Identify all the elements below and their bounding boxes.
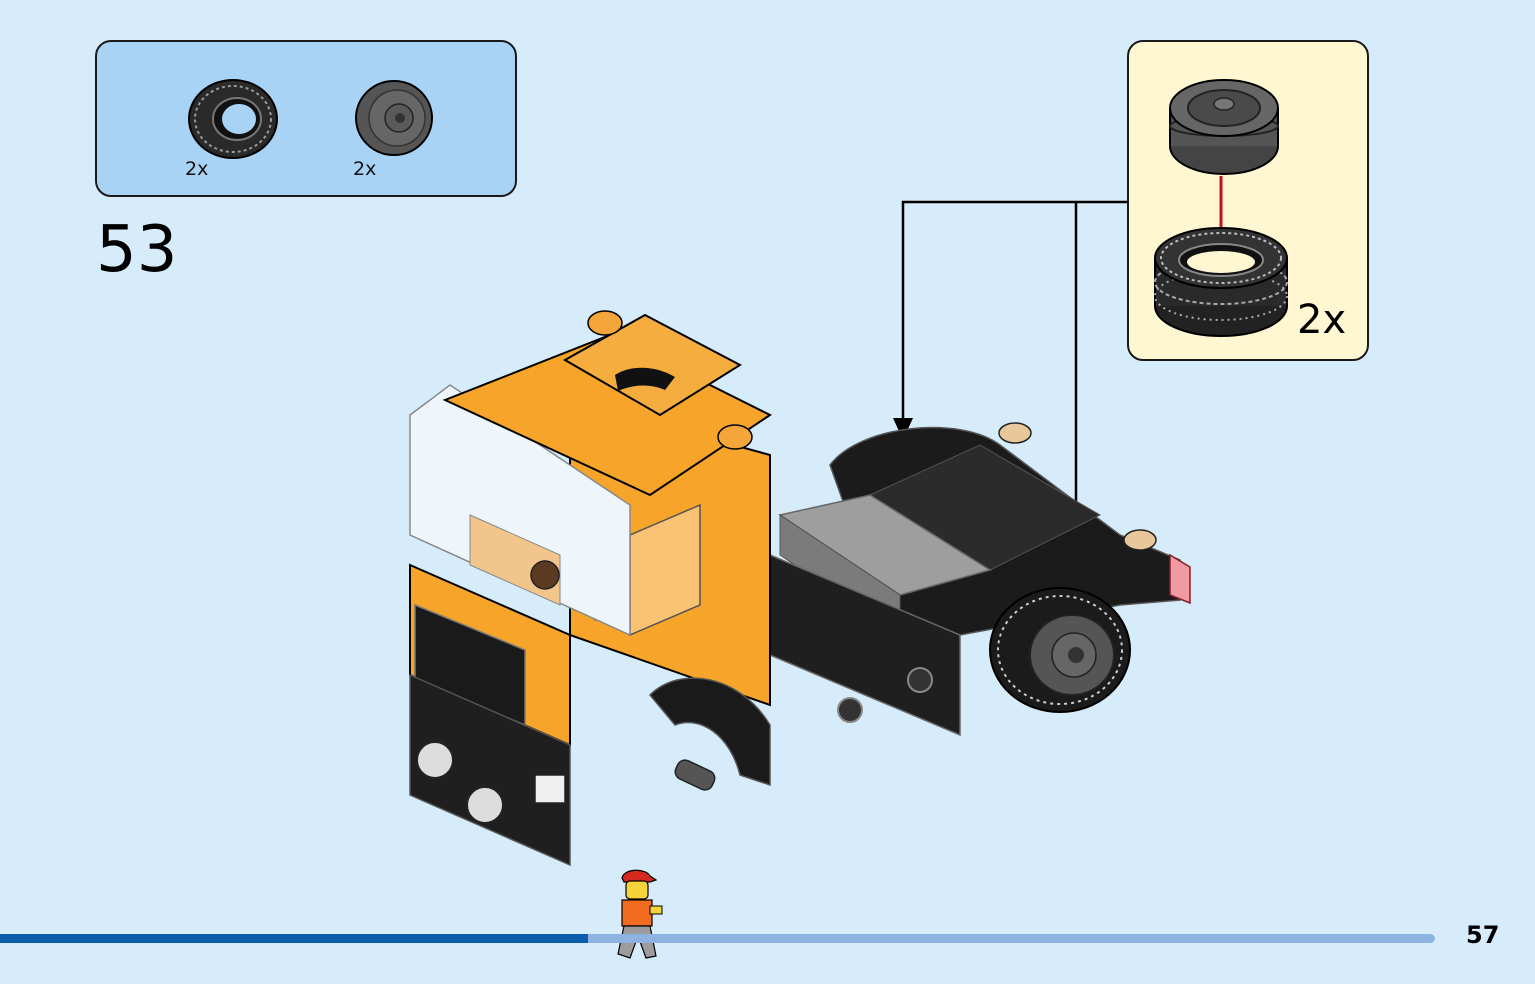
wheel-rim-qty: 2x [353,158,377,180]
minifigure-icon [617,869,663,959]
progress-bar [0,934,1435,943]
tire-icon [188,79,278,159]
wheel-rim-icon [355,80,433,156]
callout-qty: 2x [1297,297,1347,343]
sub-assembly-callout: 2x [1127,40,1369,361]
progress-bar-fill [0,934,589,943]
tire-qty: 2x [185,158,209,180]
tire-icon [1154,227,1288,337]
wheel-rim-icon [1169,79,1279,175]
page-number: 57 [1466,921,1500,949]
parts-list-box: 2x 2x [95,40,517,197]
truck-model [409,310,1191,867]
step-number: 53 [96,213,178,287]
